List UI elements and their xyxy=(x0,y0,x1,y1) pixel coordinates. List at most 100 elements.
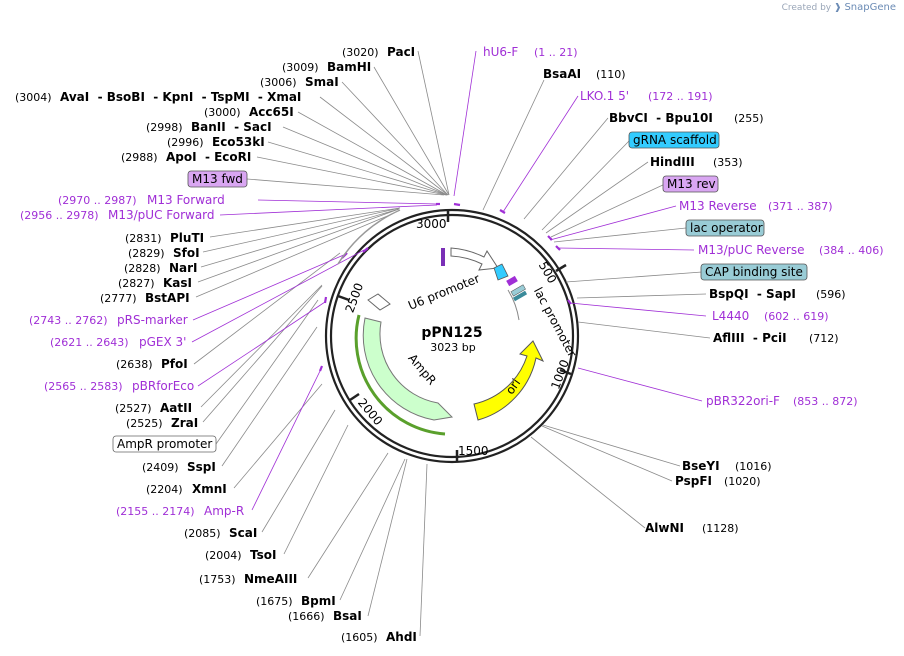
plasmid-name: pPN125 xyxy=(421,325,482,341)
feature-box-label: CAP binding site xyxy=(705,265,803,279)
boxed-feature-labels: gRNA scaffold M13 rev lac operator CAP b… xyxy=(112,131,808,453)
site-name: KasI xyxy=(163,276,192,290)
site-name: BbvCI - Bpu10I xyxy=(609,111,713,125)
feature-box xyxy=(685,219,765,237)
site-pos: (712) xyxy=(809,332,839,345)
primer-range: (2621 .. 2643) xyxy=(50,336,129,349)
site-pos: (2527) xyxy=(115,402,152,415)
site-name: AatII xyxy=(160,401,192,415)
credit-prefix: Created by xyxy=(781,3,832,13)
feature-box-label: M13 rev xyxy=(667,177,716,191)
ampr-arrow xyxy=(362,317,454,421)
snapgene-logo-icon: ❱ xyxy=(834,3,842,13)
primer-name: Amp-R xyxy=(204,504,244,518)
site-name: BstAPI xyxy=(145,291,190,305)
site-pos: (3009) xyxy=(282,61,319,74)
site-pos: (2831) xyxy=(125,232,162,245)
ampr-backbone-arc xyxy=(354,314,446,436)
site-name: AflIII - PciI xyxy=(713,331,787,345)
site-pos: (110) xyxy=(596,68,626,81)
feature-box xyxy=(700,263,808,281)
site-name: Acc65I xyxy=(249,105,294,119)
backbone-inner-ring xyxy=(329,213,575,459)
site-name: PspFI xyxy=(675,474,712,488)
site-name: AvaI - BsoBI - KpnI - TspMI - XmaI xyxy=(60,90,301,104)
site-name: BspQI - SapI xyxy=(709,287,796,301)
site-name: PluTI xyxy=(170,231,204,245)
site-pos: (2004) xyxy=(205,549,242,562)
primer-range: (172 .. 191) xyxy=(648,90,713,103)
feature-box xyxy=(662,175,719,193)
site-pos: (2998) xyxy=(146,121,183,134)
site-name: PacI xyxy=(387,45,415,59)
site-name: XmnI xyxy=(192,482,227,496)
site-name: AhdI xyxy=(386,630,417,644)
site-name: BsaI xyxy=(333,609,362,623)
site-name: BpmI xyxy=(301,594,336,608)
site-pos: (1753) xyxy=(199,573,236,586)
credit-brand: SnapGene xyxy=(844,2,896,13)
primer-range: (853 .. 872) xyxy=(793,395,858,408)
primer-name: LKO.1 5' xyxy=(580,89,629,103)
leader-lines xyxy=(191,50,711,637)
site-name: BsaAI xyxy=(543,67,581,81)
site-name: NarI xyxy=(169,261,198,275)
site-pos: (2827) xyxy=(118,277,155,290)
primer-range: (2970 .. 2987) xyxy=(58,194,137,207)
site-name: AlwNI xyxy=(645,521,684,535)
ampr-label: AmpR xyxy=(405,351,439,387)
right-site-labels: BsaAI (110) BbvCI - Bpu10I (255) HindIII… xyxy=(543,67,846,535)
primer-range: (371 .. 387) xyxy=(768,200,833,213)
primer-name: pBR322ori-F xyxy=(706,394,780,408)
primer-labels: hU6-F (1 .. 21) LKO.1 5' (172 .. 191) M1… xyxy=(20,45,884,518)
site-name: BseYI xyxy=(682,459,720,473)
site-pos: (2085) xyxy=(184,527,221,540)
site-pos: (2638) xyxy=(116,358,153,371)
feature-box-label: gRNA scaffold xyxy=(633,133,717,147)
site-pos: (3004) xyxy=(15,91,52,104)
tick-label-3000: 3000 xyxy=(416,217,447,231)
site-pos: (1020) xyxy=(724,475,761,488)
site-pos: (1666) xyxy=(288,610,325,623)
site-name: ApoI - EcoRI xyxy=(166,150,251,164)
site-name: ScaI xyxy=(229,526,257,540)
grna-scaffold-mark xyxy=(493,263,509,281)
feature-box-label: lac operator xyxy=(690,221,763,235)
site-name: ZraI xyxy=(171,416,198,430)
primer-name: pBRforEco xyxy=(132,379,194,393)
site-pos: (2988) xyxy=(121,151,158,164)
site-name: SfoI xyxy=(173,246,200,260)
site-pos: (2204) xyxy=(146,483,183,496)
site-name: BamHI xyxy=(327,60,371,74)
backbone-outer-ring xyxy=(324,208,580,464)
primer-name: L4440 xyxy=(712,309,749,323)
u6-promoter-label: U6 promoter xyxy=(406,271,482,312)
left-site-labels: (3020) PacI (3009) BamHI (3006) SmaI (30… xyxy=(15,45,417,644)
primer-range: (2155 .. 2174) xyxy=(116,505,195,518)
lac-promoter-arrow xyxy=(507,289,520,321)
primer-name: pGEX 3' xyxy=(139,335,186,349)
ori-arrow xyxy=(473,340,545,421)
cap-site-mark xyxy=(512,290,528,302)
site-pos: (2525) xyxy=(126,417,163,430)
site-name: HindIII xyxy=(650,155,695,169)
feature-box-label: M13 fwd xyxy=(192,172,243,186)
feature-box xyxy=(628,131,720,149)
site-pos: (2996) xyxy=(167,136,204,149)
primer-name: M13 Forward xyxy=(147,193,225,207)
site-pos: (353) xyxy=(713,156,743,169)
m13-rev-mark xyxy=(506,275,518,287)
site-name: NmeAIII xyxy=(244,572,297,586)
site-name: PfoI xyxy=(161,357,188,371)
site-pos: (596) xyxy=(816,288,846,301)
primer-name: hU6-F xyxy=(483,45,518,59)
primer-name: M13/pUC Forward xyxy=(108,208,215,222)
ampr-promoter-arrow xyxy=(367,293,391,311)
site-pos: (3020) xyxy=(342,46,379,59)
primer-range: (2565 .. 2583) xyxy=(44,380,123,393)
primer-range: (1 .. 21) xyxy=(534,46,578,59)
tick-label-1500: 1500 xyxy=(458,444,489,458)
mcs-arc xyxy=(337,209,401,265)
site-pos: (3000) xyxy=(204,106,241,119)
